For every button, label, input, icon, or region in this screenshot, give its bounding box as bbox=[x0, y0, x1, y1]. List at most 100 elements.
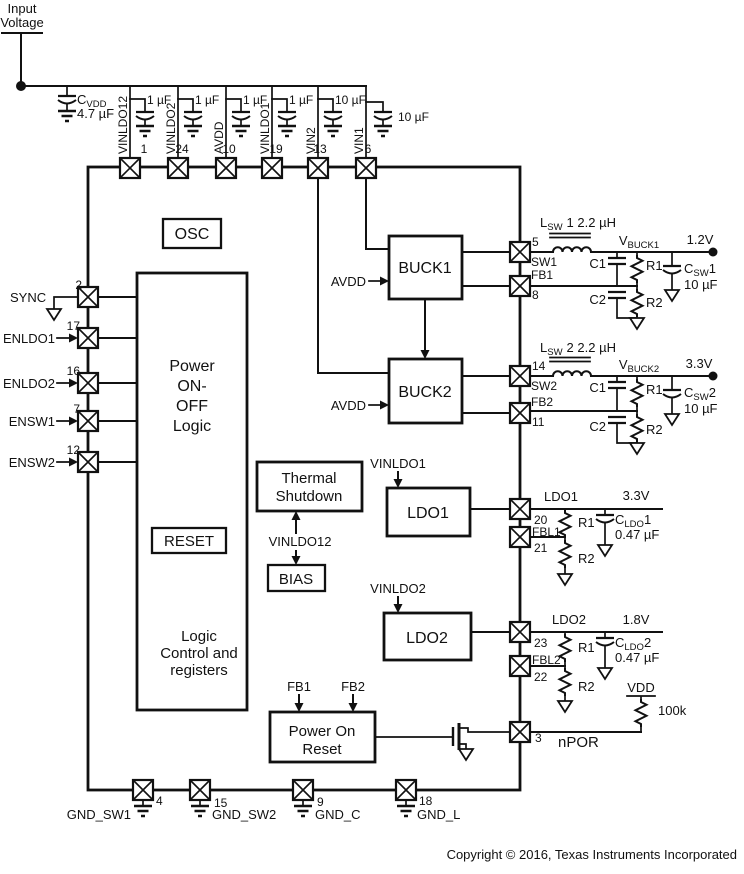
r1-label: R1 bbox=[646, 258, 663, 273]
pin-name: VINLDO2 bbox=[164, 102, 178, 154]
ldo1-block: VINLDO1 LDO1 bbox=[370, 456, 472, 538]
pin-sw1 bbox=[508, 240, 532, 264]
cap-value: 10 µF bbox=[335, 93, 366, 107]
top-decoupling-network: 1 µF 1 µF 1 µF 1 µF 10 µF 10 µF bbox=[129, 85, 429, 159]
vbuck2-node-label: VBUCK2 bbox=[619, 357, 659, 375]
left-pin-internal-wires bbox=[97, 296, 138, 463]
buck1-label: BUCK1 bbox=[398, 260, 451, 277]
avdd-signal-label: AVDD bbox=[331, 274, 366, 289]
pin-number: 2 bbox=[75, 278, 82, 292]
gnd-c-label: GND_C bbox=[315, 807, 361, 822]
ldo2-label: LDO2 bbox=[406, 630, 448, 647]
ldo2-block: VINLDO2 LDO2 bbox=[370, 581, 473, 662]
enable-inputs: ENLDO1 ENLDO2 ENSW1 ENSW2 bbox=[3, 331, 78, 470]
pin-number: 24 bbox=[175, 142, 189, 156]
pin-enldo1 bbox=[76, 326, 100, 350]
cldo1-value: 0.47 µF bbox=[615, 527, 659, 542]
buck1-output-wires bbox=[461, 251, 511, 287]
sync-net: SYNC bbox=[10, 290, 79, 321]
cvdd-label: CVDD bbox=[77, 92, 107, 110]
ensw1-label: ENSW1 bbox=[9, 414, 55, 429]
power-on-reset-block: FB1 FB2 Power On Reset bbox=[268, 679, 377, 764]
pin-avdd bbox=[214, 156, 238, 180]
avdd-signal-label: AVDD bbox=[331, 398, 366, 413]
gnd-l-label: GND_L bbox=[417, 807, 460, 822]
pin-fb1 bbox=[508, 274, 532, 298]
inductor-core-bars bbox=[549, 232, 591, 239]
pin-fbl1 bbox=[508, 525, 532, 549]
reset-box bbox=[150, 526, 228, 555]
ground-pins: GND_SW1 GND_SW2 GND_C GND_L 4 15 9 18 bbox=[67, 794, 461, 822]
buck2-block: BUCK2 AVDD bbox=[331, 357, 464, 425]
left-pin-numbers: 2 17 16 7 12 bbox=[67, 278, 83, 457]
enable-wires bbox=[56, 337, 71, 463]
por-arrow-wires bbox=[298, 694, 354, 704]
pin-name: VIN1 bbox=[352, 127, 366, 154]
pin-vinldo1 bbox=[260, 156, 284, 180]
pin-number: 15 bbox=[214, 796, 228, 810]
osc-block: OSC bbox=[161, 217, 223, 250]
pin-number: 11 bbox=[532, 415, 545, 429]
power-logic-line: OFF bbox=[176, 398, 208, 415]
r2-label: R2 bbox=[578, 679, 595, 694]
vout-terminal-dot bbox=[708, 371, 718, 381]
power-logic-block: Power ON- OFF Logic RESET Logic Control … bbox=[135, 271, 249, 712]
pin-number: 8 bbox=[532, 288, 539, 302]
r2-label: R2 bbox=[646, 295, 663, 310]
cap-value: 10 µF bbox=[398, 110, 429, 124]
r1-label: R1 bbox=[578, 515, 595, 530]
pin-number: 18 bbox=[419, 794, 433, 808]
c1-label: C1 bbox=[589, 380, 606, 395]
input-label-line2: Voltage bbox=[0, 15, 43, 30]
vout-value: 3.3V bbox=[686, 356, 713, 371]
inductor-icon bbox=[551, 246, 593, 254]
thermal-line: Shutdown bbox=[276, 488, 343, 505]
pin-number: 5 bbox=[532, 235, 539, 249]
cvdd-value: 4.7 µF bbox=[77, 106, 114, 121]
r2-label: R2 bbox=[646, 422, 663, 437]
logic-ctrl-line: registers bbox=[170, 662, 228, 679]
pin-number: 20 bbox=[534, 513, 548, 527]
pin-number: 21 bbox=[534, 541, 548, 555]
vdd-label: VDD bbox=[627, 680, 654, 695]
pin-name: FB2 bbox=[531, 395, 553, 409]
por-line: Reset bbox=[302, 741, 342, 758]
pin-number: 10 bbox=[222, 142, 236, 156]
npor-network: nPOR VDD 100k bbox=[529, 680, 687, 751]
vin2-wire bbox=[317, 177, 390, 374]
vout-value: 1.2V bbox=[687, 232, 714, 247]
pin-number: 9 bbox=[317, 795, 324, 809]
buck2-label: BUCK2 bbox=[398, 384, 451, 401]
buck2-output-wires bbox=[461, 375, 511, 414]
vout-value: 3.3V bbox=[623, 488, 650, 503]
pin-number: 12 bbox=[67, 443, 81, 457]
fb1-signal-label: FB1 bbox=[287, 679, 311, 694]
copyright-text: Copyright © 2016, Texas Instruments Inco… bbox=[447, 847, 737, 862]
csw2-label: CSW2 bbox=[684, 385, 716, 403]
vdd-bar-and-stubs bbox=[626, 695, 656, 733]
inductor-icon bbox=[551, 370, 593, 378]
top-pin-stubs bbox=[129, 85, 367, 159]
ldo1-node-label: LDO1 bbox=[544, 489, 578, 504]
pin-name: AVDD bbox=[212, 121, 226, 154]
cap-value: 1 µF bbox=[289, 93, 313, 107]
input-voltage-source: Input Voltage bbox=[0, 1, 367, 91]
csw2-value: 10 µF bbox=[684, 401, 718, 416]
drain-wire bbox=[458, 727, 511, 733]
pin-vinldo12 bbox=[118, 156, 142, 180]
bias-label: BIAS bbox=[279, 571, 313, 588]
pin-name: FB1 bbox=[531, 268, 553, 282]
top-pin-labels: VINLDO12 VINLDO2 AVDD VINLDO1 VIN2 VIN1 … bbox=[116, 96, 372, 156]
c1-label: C1 bbox=[589, 256, 606, 271]
buck1-block: BUCK1 AVDD bbox=[331, 234, 464, 301]
vin1-wire bbox=[365, 177, 390, 250]
cldo2-value: 0.47 µF bbox=[615, 650, 659, 665]
input-rail-wire bbox=[1, 32, 367, 87]
gnd-stubs bbox=[142, 799, 407, 807]
pin-name: VINLDO1 bbox=[258, 102, 272, 154]
thermal-shutdown-block: Thermal Shutdown VINLDO12 bbox=[255, 460, 364, 565]
pin-number: 6 bbox=[365, 142, 372, 156]
